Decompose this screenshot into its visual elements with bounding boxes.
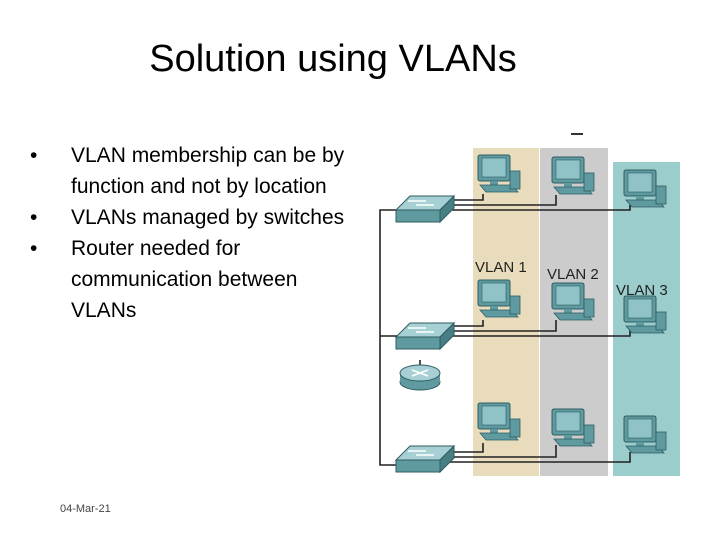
bullet-dot: • xyxy=(30,206,38,229)
bullet-text: VLAN membership can be by function and n… xyxy=(71,144,345,198)
bullet-item: • VLANs managed by switches xyxy=(30,202,360,233)
switch-icon xyxy=(395,322,455,350)
bullet-dot: • xyxy=(30,144,38,167)
vlan-2-label: VLAN 2 xyxy=(547,266,599,283)
switch-icon xyxy=(395,445,455,473)
bullet-list: • VLAN membership can be by function and … xyxy=(30,140,360,326)
bullet-item: • VLAN membership can be by function and … xyxy=(30,140,360,202)
slide-title: Solution using VLANs xyxy=(149,38,517,80)
router-icon xyxy=(399,364,441,391)
bullet-item: • Router needed for communication between… xyxy=(30,233,360,326)
dash-mark xyxy=(571,133,583,135)
bullet-text: VLANs managed by switches xyxy=(71,206,345,229)
bullet-dot: • xyxy=(30,237,38,260)
vlan-1-label: VLAN 1 xyxy=(475,259,527,276)
vlan-3-label: VLAN 3 xyxy=(616,282,668,299)
bullet-text: Router needed for communication between … xyxy=(71,237,298,322)
footer-date: 04-Mar-21 xyxy=(60,503,111,515)
switch-icon xyxy=(395,195,455,223)
